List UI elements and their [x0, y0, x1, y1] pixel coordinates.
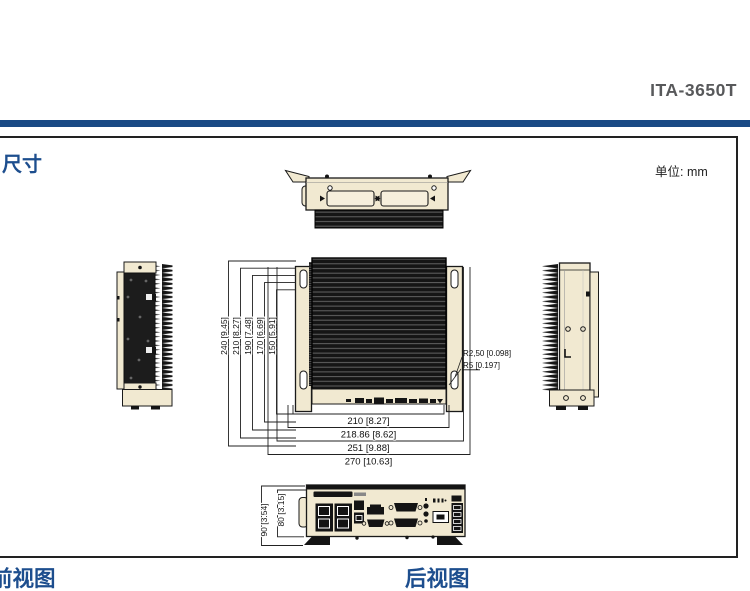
mounting-slot — [450, 370, 459, 390]
left-view-body — [123, 272, 156, 385]
dim-label-rear-80: 80 [3.15] — [276, 493, 286, 526]
right-side-view-drawing — [542, 262, 599, 410]
serial-port — [388, 518, 423, 527]
dim-label-width-210: 210 [8.27] — [347, 416, 389, 427]
unit-note: 单位: mm — [655, 165, 708, 179]
top-view-slot — [380, 190, 429, 207]
lan-port — [367, 504, 384, 515]
dim-label-height-190: 190 [7.48] — [243, 317, 253, 355]
caption-rear-view: 后视图 — [405, 567, 470, 591]
right-view-l-mark — [564, 349, 571, 358]
terminal-block — [451, 495, 463, 533]
serial-port — [388, 503, 423, 512]
brand-logo — [313, 491, 353, 497]
dim-label-rear-90: 90 [3.54] — [259, 503, 269, 536]
left-view-heatsink-fins — [155, 264, 173, 392]
rear-dimensions: 90 [3.54] 80 [3.15] — [258, 485, 306, 546]
top-view-slot — [326, 190, 375, 207]
mounting-slot — [299, 370, 308, 390]
right-view-base — [549, 389, 595, 407]
dim-label-width-218: 218.86 [8.62] — [341, 430, 396, 441]
top-view-heatsink-fins — [314, 209, 444, 229]
top-view-screw-hole — [327, 185, 333, 191]
front-view-bottom-connectors — [346, 397, 443, 404]
right-view-heatsink-fins — [542, 264, 560, 392]
content-frame — [0, 136, 738, 558]
section-divider — [0, 120, 750, 127]
front-view-heatsink-fins — [311, 257, 447, 390]
right-view-bracket-edge — [589, 271, 599, 398]
dim-label-width-270: 270 [10.63] — [345, 457, 393, 468]
radius-callout-r250: R2,50 [0.098] — [463, 349, 511, 358]
section-heading: 尺寸 — [2, 154, 42, 176]
left-view-bracket-edge — [116, 271, 125, 390]
caption-front-view: 前视图 — [0, 567, 56, 591]
dim-label-height-210: 210 [8.27] — [231, 317, 241, 355]
page-title: ITA-3650T — [650, 80, 737, 100]
top-view-drawing — [284, 169, 472, 229]
dim-label-height-150: 150 [5.91] — [267, 317, 277, 355]
rear-power-connectors — [315, 503, 352, 532]
rear-view-drawing — [298, 484, 466, 545]
audio-jacks — [423, 498, 429, 523]
top-view-right-wing — [446, 169, 472, 183]
vertical-dimensions: 240 [9.45] 210 [8.27] 190 [7.48] 170 [6.… — [218, 260, 296, 447]
dim-label-height-240: 240 [9.45] — [219, 317, 229, 355]
right-view-body — [558, 262, 591, 393]
dim-label-height-170: 170 [6.69] — [255, 317, 265, 355]
horizontal-dimensions: 210 [8.27] 218.86 [8.62] 251 [9.88] 270 … — [267, 267, 471, 469]
mounting-slot — [450, 269, 459, 289]
vga-port — [361, 519, 390, 527]
rear-right-foot — [437, 536, 463, 545]
radius-callouts: R2,50 [0.098] R5 [0.197] — [448, 349, 511, 386]
left-view-base — [122, 389, 173, 407]
front-view-drawing — [294, 257, 464, 413]
rear-left-foot — [304, 536, 330, 545]
radius-callout-r5: R5 [0.197] — [463, 361, 500, 370]
mounting-slot — [299, 269, 308, 289]
top-view-screw-hole — [431, 185, 437, 191]
dim-label-width-251: 251 [9.88] — [347, 443, 389, 454]
left-side-view-drawing — [116, 261, 173, 410]
dip-switch-labels — [433, 498, 447, 503]
